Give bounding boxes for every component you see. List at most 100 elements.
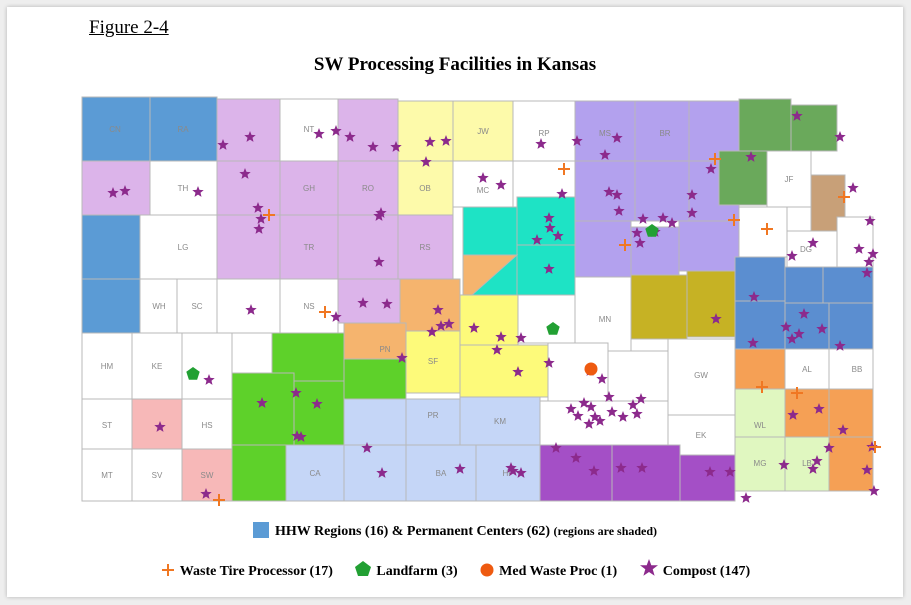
compost-marker — [443, 318, 455, 329]
legend-symbols: Waste Tire Processor (17) Landfarm (3) M… — [7, 558, 903, 580]
county-label: MC — [477, 186, 490, 195]
compost-marker — [603, 391, 615, 402]
compost-marker — [613, 205, 625, 216]
landfarm-marker — [645, 224, 659, 237]
legend-compost: Compost (147) — [639, 558, 750, 580]
compost-marker — [596, 373, 608, 384]
county — [574, 276, 632, 352]
county — [343, 398, 407, 446]
compost-marker — [583, 418, 595, 429]
county — [539, 400, 669, 446]
county — [475, 444, 541, 502]
county — [738, 98, 792, 152]
county — [81, 160, 151, 216]
compost-marker — [704, 466, 716, 477]
county — [462, 254, 519, 305]
county — [81, 96, 151, 162]
compost-marker — [787, 409, 799, 420]
hhw-legend-label: HHW Regions (16) & Permanent Centers (62… — [274, 524, 550, 539]
compost-marker — [255, 213, 267, 224]
legend-landfarm: Landfarm (3) — [354, 560, 458, 580]
compost-marker — [252, 202, 264, 213]
county — [216, 98, 281, 162]
compost-marker — [635, 393, 647, 404]
compost-marker — [507, 465, 519, 476]
kansas-map: CNRANTJWRPMSBRTHGHROOBMCJFLGTRRSDGWHSCNS… — [81, 96, 881, 506]
compost-marker — [631, 408, 643, 419]
compost-marker — [589, 411, 601, 422]
compost-marker — [823, 442, 835, 453]
compost-marker — [631, 227, 643, 238]
compost-marker — [637, 213, 649, 224]
compost-marker — [571, 135, 583, 146]
county — [734, 300, 786, 350]
compost-marker — [432, 304, 444, 315]
county-label: WH — [152, 302, 166, 311]
county — [279, 98, 339, 162]
county — [181, 332, 233, 400]
county-label: BA — [436, 469, 447, 478]
compost-marker — [515, 467, 527, 478]
tire-legend-label: Waste Tire Processor (17) — [179, 564, 333, 579]
compost-marker — [535, 138, 547, 149]
compost-marker — [627, 399, 639, 410]
county — [285, 444, 345, 502]
compost-marker — [807, 237, 819, 248]
compost-marker — [295, 431, 307, 442]
county-label: HS — [201, 421, 212, 430]
compost-marker — [454, 463, 466, 474]
tire-marker — [263, 209, 275, 221]
compost-marker — [863, 256, 875, 267]
county — [547, 342, 609, 402]
pentagon-icon — [355, 561, 372, 576]
compost-marker — [330, 311, 342, 322]
compost-marker — [203, 374, 215, 385]
county — [634, 160, 690, 222]
compost-marker — [748, 291, 760, 302]
compost-marker — [747, 337, 759, 348]
county-label: HM — [101, 362, 114, 371]
compost-marker — [780, 321, 792, 332]
county — [216, 278, 281, 334]
compost-marker — [515, 332, 527, 343]
county — [231, 444, 287, 502]
county — [343, 444, 407, 502]
county — [828, 302, 874, 350]
compost-marker — [107, 187, 119, 198]
compost-marker — [512, 366, 524, 377]
compost-marker — [313, 128, 325, 139]
compost-marker — [611, 189, 623, 200]
compost-marker — [837, 424, 849, 435]
compost-marker — [361, 442, 373, 453]
landfarm-legend-label: Landfarm (3) — [376, 564, 458, 579]
county — [459, 396, 541, 446]
county — [337, 214, 399, 280]
county-label: OB — [419, 184, 431, 193]
compost-marker — [811, 455, 823, 466]
county — [81, 332, 133, 400]
county — [718, 150, 768, 206]
county — [81, 214, 141, 280]
compost-marker — [192, 186, 204, 197]
county-label: PR — [427, 411, 438, 420]
tire-marker — [709, 153, 721, 165]
compost-marker — [373, 210, 385, 221]
compost-marker — [617, 411, 629, 422]
compost-marker — [724, 466, 736, 477]
tire-marker — [791, 387, 803, 399]
county — [405, 398, 461, 446]
compost-marker — [376, 467, 388, 478]
compost-marker — [686, 207, 698, 218]
compost-marker — [572, 410, 584, 421]
compost-marker — [611, 132, 623, 143]
county-label: SF — [428, 357, 438, 366]
county-label: AL — [802, 365, 812, 374]
compost-marker — [798, 308, 810, 319]
compost-marker — [217, 139, 229, 150]
compost-marker — [556, 188, 568, 199]
tire-marker — [213, 494, 225, 506]
compost-marker — [440, 135, 452, 146]
compost-marker — [290, 387, 302, 398]
county-label: CA — [309, 469, 321, 478]
county-label: TH — [178, 184, 189, 193]
